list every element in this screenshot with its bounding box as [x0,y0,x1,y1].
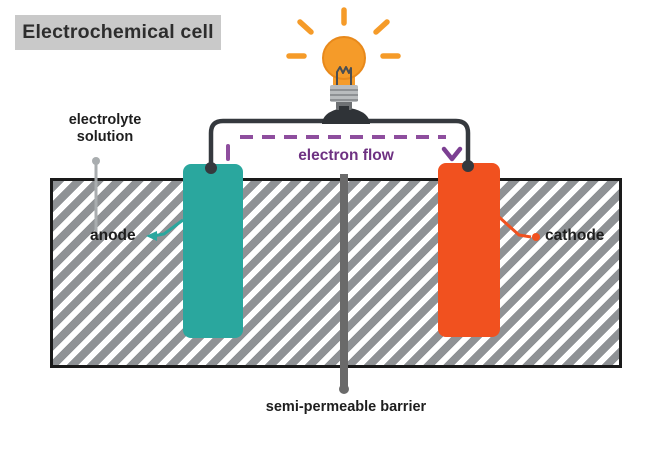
anode-label: anode [90,227,136,244]
bulb-ray-upper-right [373,19,390,35]
page-title: Electrochemical cell [22,21,214,43]
bulb-filament [336,66,352,86]
electrolyte-container [50,178,622,368]
electron-flow-label: electron flow [298,147,394,164]
electrolyte-solution-label-line1: electrolyte [68,112,142,128]
bulb-screw-base [330,85,358,102]
bulb-glass [322,36,366,80]
bulb-neck [333,70,355,88]
bulb-socket [322,108,370,124]
light-bulb-icon [286,7,401,116]
semi-permeable-barrier [340,174,348,391]
electron-flow-arrowhead [441,146,463,162]
electrolyte-pointer-dot [92,157,100,165]
electrolyte-solution-label-line2: solution [76,128,134,145]
cathode-electrode [438,163,500,337]
bulb-ray-upper-left [297,19,314,35]
bulb-base-tip [336,100,352,110]
diagram-title-box: Electrochemical cell [15,15,221,50]
cathode-label: cathode [545,227,605,244]
electrolyte-solution-label: electrolyte solution [44,112,166,145]
semi-permeable-barrier-label: semi-permeable barrier [265,399,427,415]
anode-electrode [183,164,243,338]
bulb-base-stub [339,106,349,116]
